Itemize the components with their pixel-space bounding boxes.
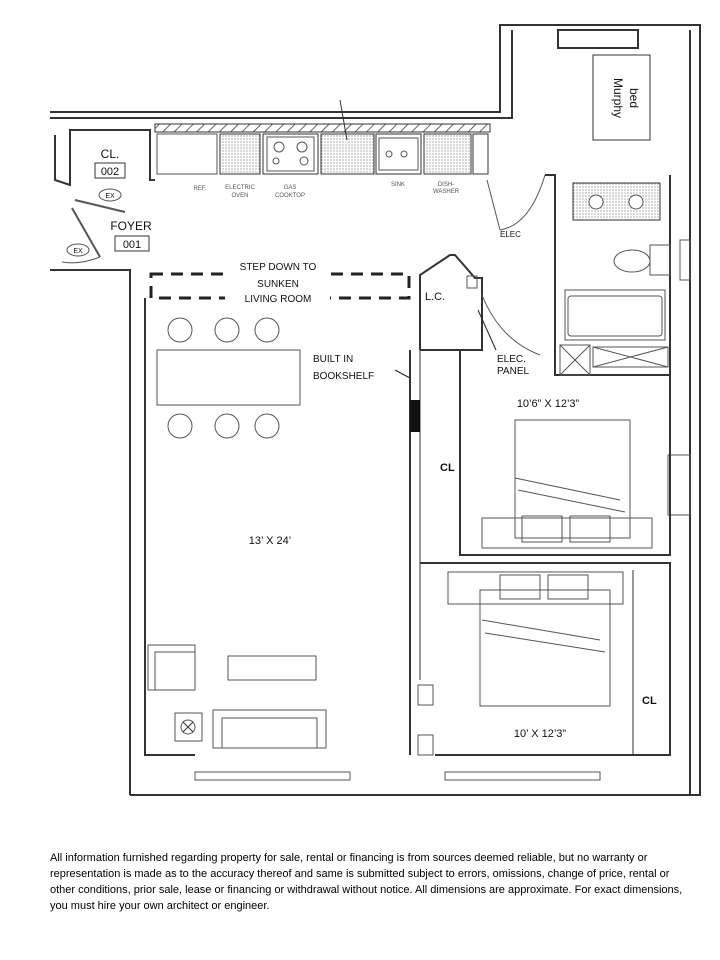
svg-text:SUNKEN: SUNKEN (257, 279, 299, 290)
svg-text:10’6” X 12’3”: 10’6” X 12’3” (517, 398, 580, 410)
svg-text:STEP DOWN TO: STEP DOWN TO (240, 262, 317, 273)
windows (194, 239, 691, 781)
disclaimer-text: All information furnished regarding prop… (50, 852, 683, 912)
svg-text:ELECTRIC: ELECTRIC (225, 185, 255, 191)
svg-text:EX: EX (73, 248, 83, 255)
svg-text:FOYER: FOYER (110, 219, 152, 233)
svg-text:WASHER: WASHER (433, 189, 460, 195)
coffee-table (227, 655, 317, 681)
svg-text:CL: CL (440, 462, 455, 474)
stools (167, 317, 280, 439)
svg-text:13’ X 24’: 13’ X 24’ (249, 535, 291, 547)
linen-closet: L.C. ELEC. PANEL (419, 254, 541, 377)
foyer-001: FOYER 001 EX (61, 207, 152, 264)
svg-text:COOKTOP: COOKTOP (275, 193, 305, 199)
svg-text:10’ X 12’3”: 10’ X 12’3” (514, 728, 567, 740)
svg-text:bed: bed (627, 88, 641, 108)
bedroom-2: 10’ X 12’3” CL (417, 562, 671, 756)
exterior-walls (50, 24, 701, 796)
svg-text:ELEC.: ELEC. (497, 354, 526, 365)
sofa (212, 709, 327, 749)
lamp-table (174, 712, 203, 742)
dining-table (156, 349, 301, 406)
svg-text:REF.: REF. (193, 186, 206, 192)
svg-text:Murphy: Murphy (611, 78, 625, 118)
murphy-bed: Murphy bed (592, 54, 651, 141)
svg-text:LIVING ROOM: LIVING ROOM (245, 294, 312, 305)
svg-text:L.C.: L.C. (425, 291, 445, 303)
svg-text:BOOKSHELF: BOOKSHELF (313, 371, 374, 382)
svg-text:ELEC: ELEC (500, 230, 521, 239)
bedroom-1: 10’6” X 12’3” CL (440, 350, 671, 556)
kitchen: REF. ELECTRIC OVEN GAS COOKTOP SINK DISH… (154, 99, 546, 239)
svg-text:PANEL: PANEL (497, 366, 529, 377)
bathroom (545, 174, 671, 376)
svg-text:OVEN: OVEN (231, 193, 248, 199)
svg-text:CL: CL (642, 695, 657, 707)
svg-text:001: 001 (123, 239, 141, 251)
svg-text:GAS: GAS (284, 185, 297, 191)
svg-text:BUILT IN: BUILT IN (313, 354, 353, 365)
svg-text:EX: EX (105, 193, 115, 200)
svg-text:CL.: CL. (101, 147, 120, 161)
svg-text:SINK: SINK (391, 182, 405, 188)
svg-text:002: 002 (101, 166, 119, 178)
step-down-line: STEP DOWN TO SUNKEN LIVING ROOM (149, 258, 411, 305)
living-room: BUILT IN BOOKSHELF 13’ X 24’ (147, 317, 421, 755)
closet-002: CL. 002 EX (54, 129, 155, 213)
svg-text:DISH-: DISH- (438, 182, 454, 188)
